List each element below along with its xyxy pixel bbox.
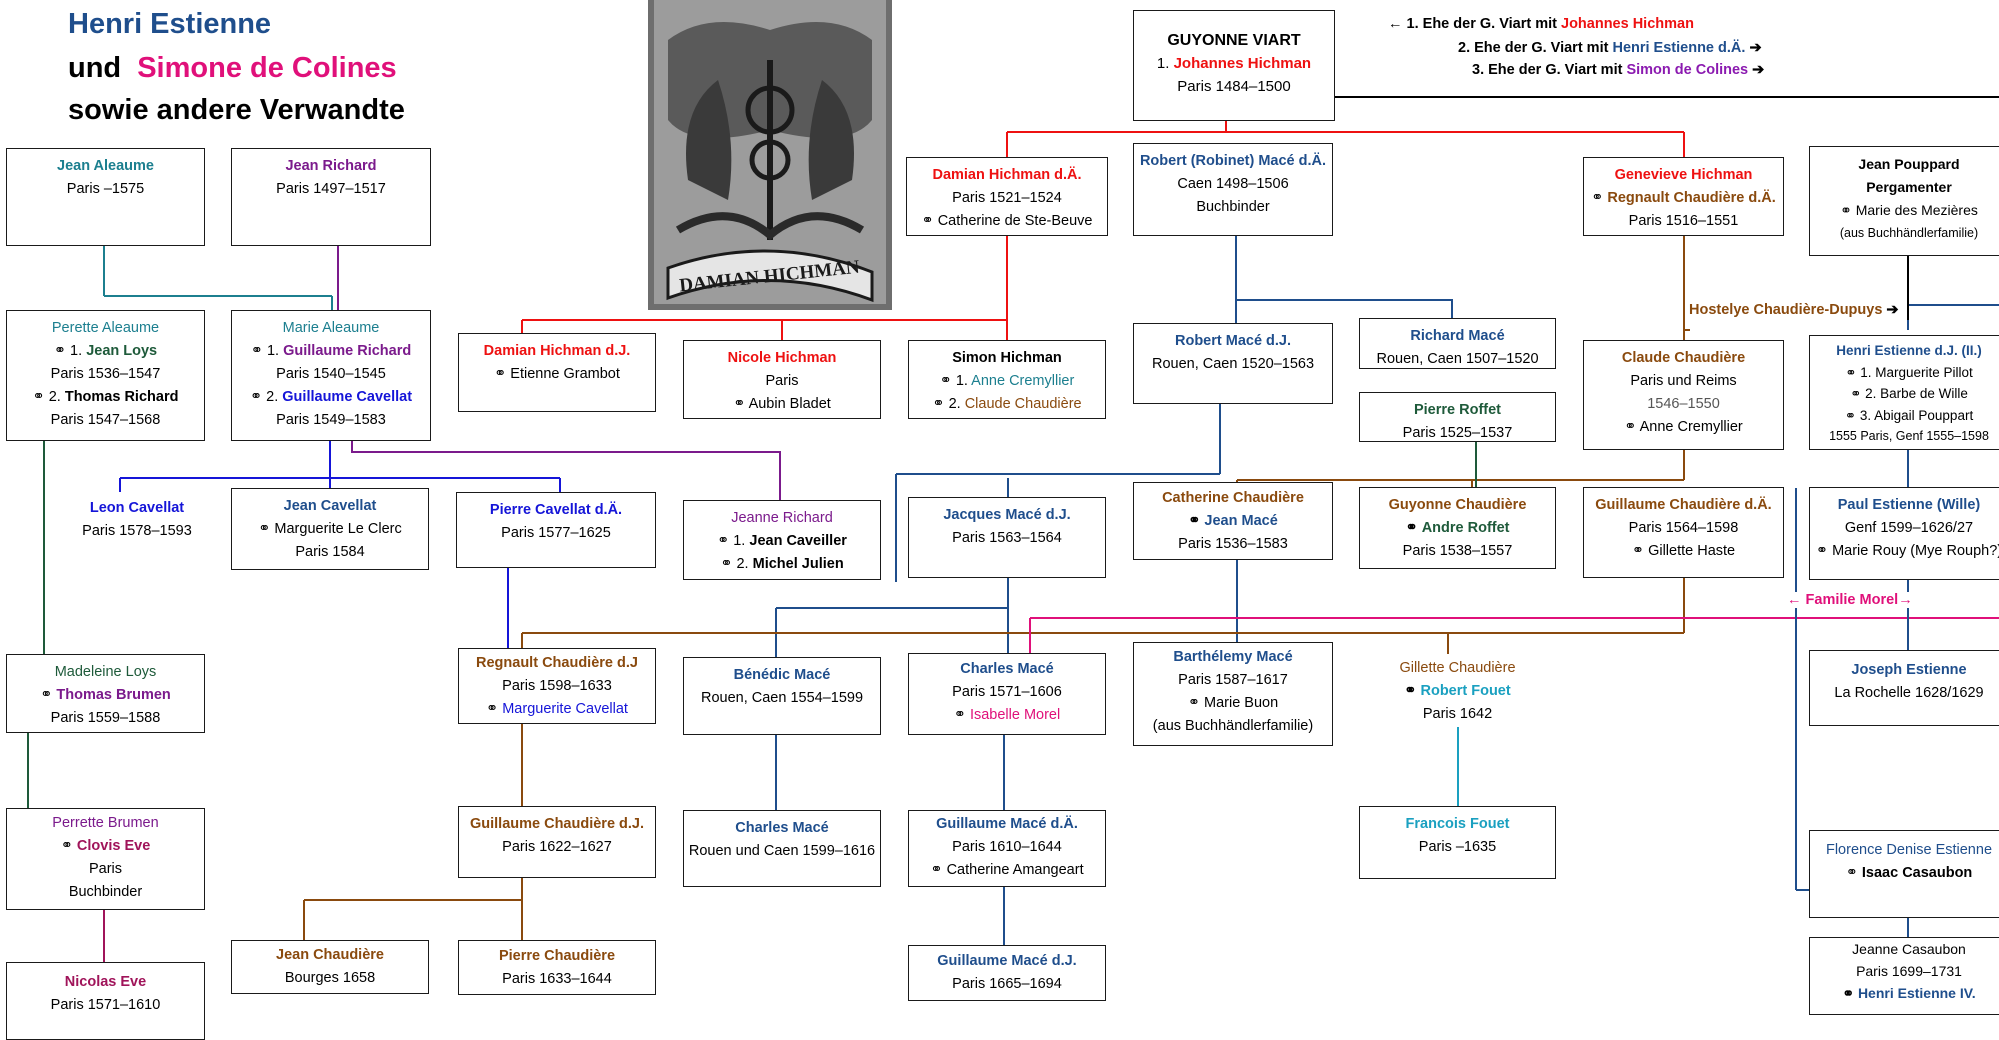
node-jean-richard[interactable]: Jean Richard Paris 1497–1517 xyxy=(231,148,431,246)
claude-line xyxy=(1236,450,1685,487)
node-pierre-roffet[interactable]: Pierre Roffet Paris 1525–1537 xyxy=(1359,392,1556,442)
loys-line xyxy=(27,441,45,808)
node-guillaume-chaudiere-dj[interactable]: Guillaume Chaudière d.J. Paris 1622–1627 xyxy=(458,806,656,878)
title-und: und xyxy=(68,52,122,84)
node-simon-hichman[interactable]: Simon Hichman ⚭ 1. Anne Cremyllier ⚭ 2. … xyxy=(908,340,1106,419)
node-gillette-chaudiere[interactable]: Gillette Chaudière ⚭ Robert Fouet Paris … xyxy=(1359,654,1556,727)
node-charles-mace-2[interactable]: Charles Macé Rouen und Caen 1599–1616 xyxy=(683,810,881,887)
node-guyonne-chaudiere[interactable]: Guyonne Chaudière ⚭ Andre Roffet Paris 1… xyxy=(1359,487,1556,569)
node-benedic-mace[interactable]: Bénédic Macé Rouen, Caen 1554–1599 xyxy=(683,657,881,735)
node-florence-estienne[interactable]: Florence Denise Estienne ⚭ Isaac Casaubo… xyxy=(1809,830,1999,918)
regnault-line xyxy=(303,724,523,940)
node-pierre-chaudiere[interactable]: Pierre Chaudière Paris 1633–1644 xyxy=(458,940,656,995)
node-jeanne-casaubon[interactable]: Jeanne Casaubon Paris 1699–1731 ⚭ Henri … xyxy=(1809,937,1999,1015)
guillaume-ch-line xyxy=(521,578,1685,654)
node-guyonne-viart[interactable]: GUYONNE VIART 1. Johannes Hichman Paris … xyxy=(1133,10,1335,121)
node-francois-fouet[interactable]: Francois Fouet Paris –1635 xyxy=(1359,806,1556,879)
mace-children-line xyxy=(775,560,1009,657)
node-madeleine-loys[interactable]: Madeleine Loys ⚭ Thomas Brumen Paris 155… xyxy=(6,654,205,733)
title-line-3: sowie andere Verwandte xyxy=(68,94,405,126)
node-leon-cavellat[interactable]: Leon Cavellat Paris 1578–1593 xyxy=(74,492,200,568)
node-jean-aleaume[interactable]: Jean Aleaume Paris –1575 xyxy=(6,148,205,246)
node-damian-hichman-dj[interactable]: Damian Hichman d.J. ⚭ Etienne Grambot xyxy=(458,333,656,412)
note-ehe-2: 2. Ehe der G. Viart mit Henri Estienne d… xyxy=(1458,40,1762,56)
note-ehe-3: 3. Ehe der G. Viart mit Simon de Colines… xyxy=(1472,62,1765,78)
node-charles-mace-1[interactable]: Charles Macé Paris 1571–1606 ⚭ Isabelle … xyxy=(908,653,1106,735)
note-hostelye: Hostelye Chaudière-Dupuys ➔ xyxy=(1689,302,1899,318)
node-jeanne-richard[interactable]: Jeanne Richard ⚭ 1. Jean Caveiller ⚭ 2. … xyxy=(683,500,881,580)
node-joseph-estienne[interactable]: Joseph Estienne La Rochelle 1628/1629 xyxy=(1809,650,1999,726)
node-perette-aleaume[interactable]: Perette Aleaume ⚭ 1. Jean Loys Paris 153… xyxy=(6,310,205,441)
node-jean-pouppard[interactable]: Jean Pouppard Pergamenter ⚭ Marie des Me… xyxy=(1809,146,1999,256)
morel-line xyxy=(1029,617,1999,657)
damian-children-line xyxy=(521,236,1008,340)
node-robert-mace-da[interactable]: Robert (Robinet) Macé d.Ä. Caen 1498–150… xyxy=(1133,143,1333,236)
title-line-2: und Simone de Colines xyxy=(68,52,397,85)
damian-hichman-emblem: DAMIAN HICHMAN xyxy=(648,0,892,310)
node-richard-mace[interactable]: Richard Macé Rouen, Caen 1507–1520 xyxy=(1359,318,1556,369)
title-line-1: Henri Estienne xyxy=(68,8,272,40)
robert-mace-line xyxy=(895,236,1453,582)
node-pierre-cavellat[interactable]: Pierre Cavellat d.Ä. Paris 1577–1625 xyxy=(456,492,656,568)
node-claude-chaudiere[interactable]: Claude Chaudière Paris und Reims 1546–15… xyxy=(1583,340,1784,450)
note-ehe-1: ← 1. Ehe der G. Viart mit Johannes Hichm… xyxy=(1388,16,1694,32)
node-regnault-chaudiere-dj[interactable]: Regnault Chaudière d.J Paris 1598–1633 ⚭… xyxy=(458,648,656,724)
node-genevieve-hichman[interactable]: Genevieve Hichman ⚭ Regnault Chaudière d… xyxy=(1583,157,1784,236)
cavellat-line xyxy=(119,441,561,492)
node-nicole-hichman[interactable]: Nicole Hichman Paris ⚭ Aubin Bladet xyxy=(683,340,881,419)
node-perrette-brumen[interactable]: Perrette Brumen ⚭ Clovis Eve Paris Buchb… xyxy=(6,808,205,910)
aleaume-line xyxy=(103,246,333,310)
node-catherine-chaudiere[interactable]: Catherine Chaudière ⚭ Jean Macé Paris 15… xyxy=(1133,482,1333,560)
node-jean-cavellat[interactable]: Jean Cavellat ⚭ Marguerite Le Clerc Pari… xyxy=(231,488,429,570)
node-guillaume-chaudiere-da[interactable]: Guillaume Chaudière d.Ä. Paris 1564–1598… xyxy=(1583,487,1784,578)
hichman-line xyxy=(1006,121,1685,160)
node-damian-hichman-da[interactable]: Damian Hichman d.Ä. Paris 1521–1524 ⚭ Ca… xyxy=(906,157,1108,236)
node-jean-chaudiere[interactable]: Jean Chaudière Bourges 1658 xyxy=(231,940,429,994)
title-simone: Simone de Colines xyxy=(137,52,397,84)
node-guillaume-mace-dj[interactable]: Guillaume Macé d.J. Paris 1665–1694 xyxy=(908,945,1106,1001)
node-henri-estienne-dj[interactable]: Henri Estienne d.J. (II.) ⚭ 1. Marguerit… xyxy=(1809,335,1999,450)
node-guillaume-mace-da[interactable]: Guillaume Macé d.Ä. Paris 1610–1644 ⚭ Ca… xyxy=(908,810,1106,887)
node-barthelemy-mace[interactable]: Barthélemy Macé Paris 1587–1617 ⚭ Marie … xyxy=(1133,642,1333,746)
node-robert-mace-dj[interactable]: Robert Macé d.J. Rouen, Caen 1520–1563 xyxy=(1133,323,1333,404)
note-familie-morel: ← Familie Morel→ xyxy=(1785,592,1915,608)
node-paul-estienne[interactable]: Paul Estienne (Wille) Genf 1599–1626/27 … xyxy=(1809,487,1999,580)
jeanne-richard-line xyxy=(351,441,781,500)
node-nicolas-eve[interactable]: Nicolas Eve Paris 1571–1610 xyxy=(6,962,205,1040)
node-jacques-mace[interactable]: Jacques Macé d.J. Paris 1563–1564 xyxy=(908,497,1106,578)
node-marie-aleaume[interactable]: Marie Aleaume ⚭ 1. Guillaume Richard Par… xyxy=(231,310,431,441)
